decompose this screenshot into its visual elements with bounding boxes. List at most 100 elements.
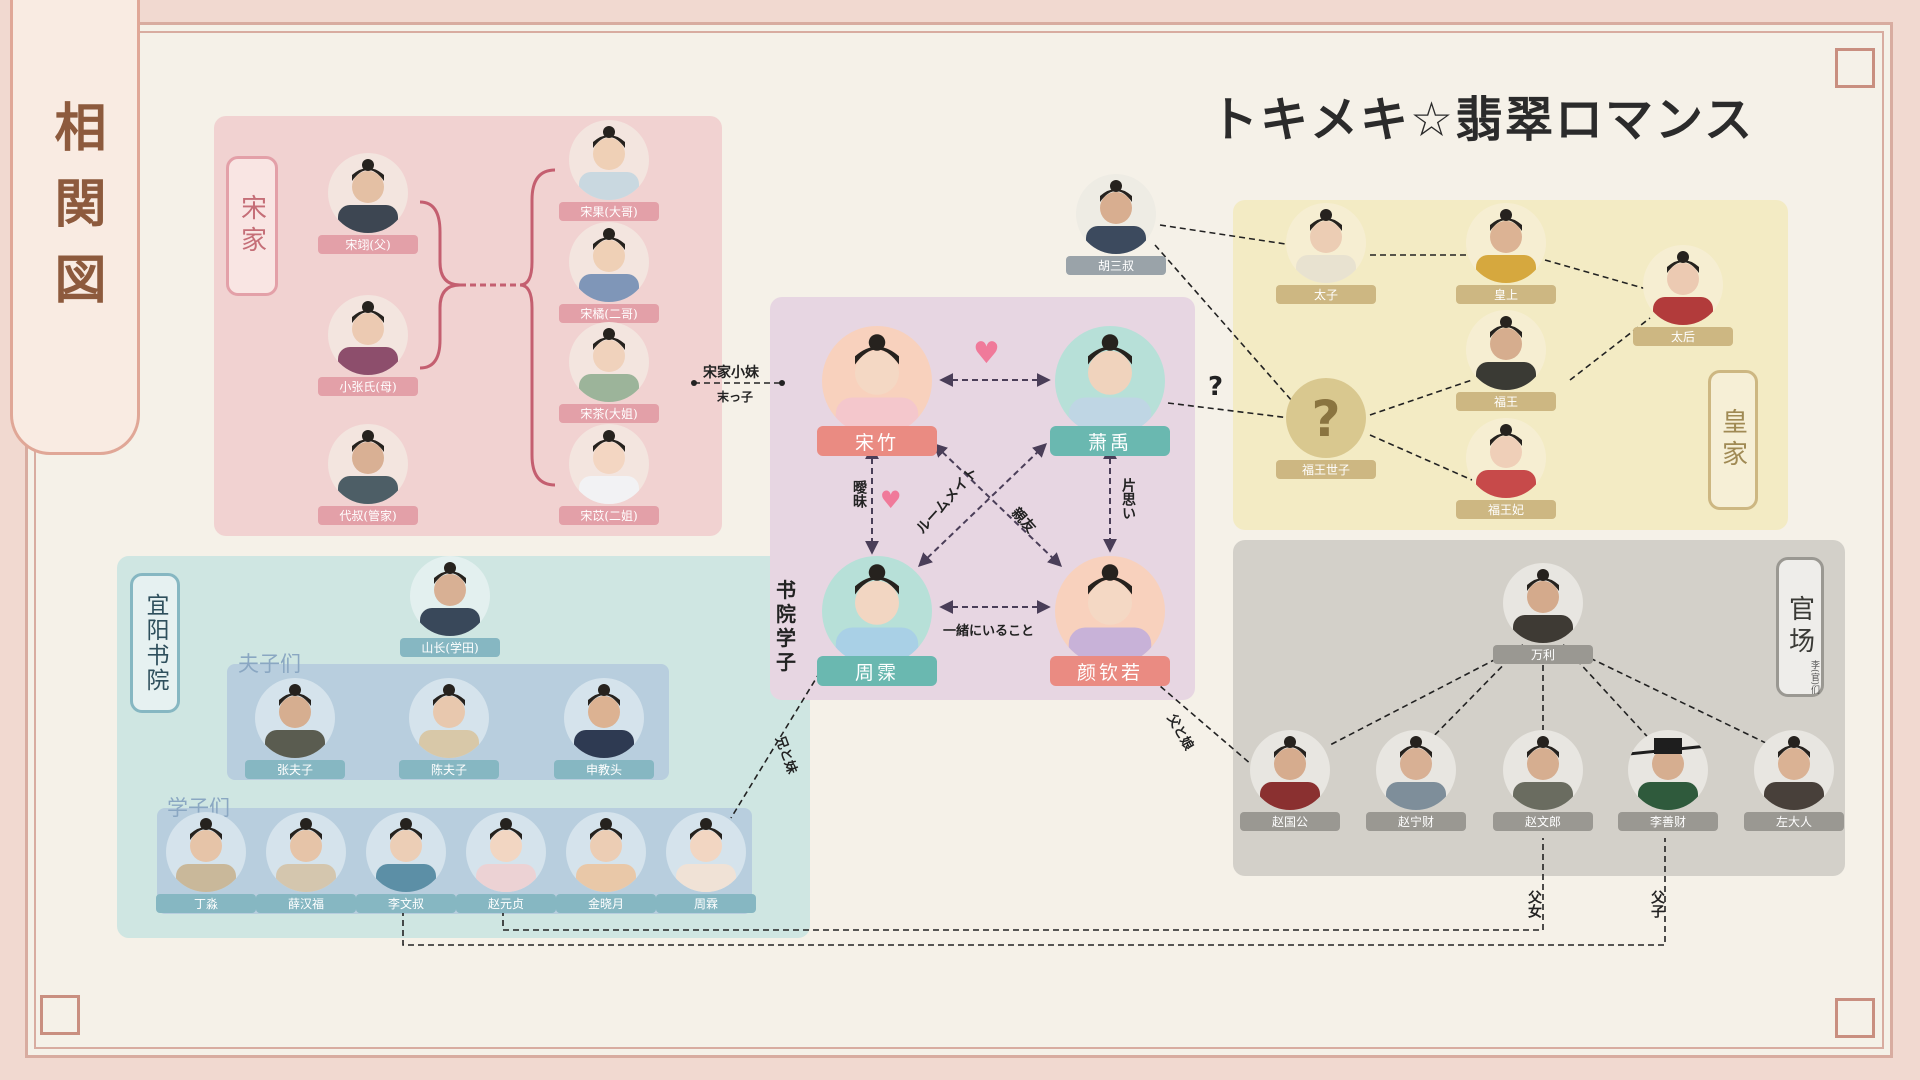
- relation-label-together: 一緒にいること: [943, 624, 1035, 639]
- svg-text:?: ?: [1311, 390, 1340, 448]
- name-label: 萧禹: [1050, 426, 1170, 456]
- avatar: [328, 295, 408, 375]
- person-zhang-fuzi[interactable]: 张夫子: [239, 678, 351, 790]
- avatar: [1643, 245, 1723, 325]
- name-label: 赵文郎: [1493, 812, 1593, 831]
- avatar: [266, 812, 346, 892]
- avatar: [1055, 326, 1165, 436]
- avatar: [566, 812, 646, 892]
- avatar: [409, 678, 489, 758]
- person-chen-fuzi[interactable]: 陈夫子: [393, 678, 505, 790]
- person-fuwang-fei[interactable]: 福王妃: [1450, 418, 1562, 530]
- person-song-father[interactable]: 宋翊(父): [312, 153, 424, 265]
- person-li-wenshu[interactable]: 李文叔: [350, 812, 462, 924]
- name-label: 福王: [1456, 392, 1556, 411]
- person-huangshang[interactable]: 皇上: [1450, 203, 1562, 315]
- person-taizi[interactable]: 太子: [1270, 203, 1382, 315]
- name-label: 宋橘(二哥): [559, 304, 659, 323]
- royal-family-tag: 皇家: [1708, 370, 1758, 510]
- name-label: 颜钦若: [1050, 656, 1170, 686]
- name-label: 福王妃: [1456, 500, 1556, 519]
- name-label: 丁淼: [156, 894, 256, 913]
- heart-icon: ♥: [973, 336, 1000, 371]
- person-ding-miao[interactable]: 丁淼: [150, 812, 262, 924]
- person-song-ling[interactable]: 宋苡(二姐): [553, 424, 665, 536]
- person-yan-qinruo[interactable]: 颜钦若: [1045, 556, 1175, 706]
- person-shanzhang[interactable]: 山长(学田): [394, 556, 506, 668]
- name-label: 宋果(大哥): [559, 202, 659, 221]
- person-xiao-yu[interactable]: 萧禹: [1045, 326, 1175, 476]
- person-zhao-wenlang[interactable]: 赵文郎: [1487, 730, 1599, 842]
- person-song-zhu[interactable]: 宋竹: [812, 326, 942, 476]
- name-label: 胡三叔: [1066, 256, 1166, 275]
- avatar: [1628, 730, 1708, 810]
- person-li-shancai[interactable]: 李善财: [1612, 730, 1724, 842]
- name-label: 李善财: [1618, 812, 1718, 831]
- name-label: 陈夫子: [399, 760, 499, 779]
- person-fuwang[interactable]: 福王: [1450, 310, 1562, 422]
- avatar: [1076, 174, 1156, 254]
- person-song-mother[interactable]: 小张氏(母): [312, 295, 424, 407]
- person-song-guo[interactable]: 宋果(大哥): [553, 120, 665, 232]
- name-label: 小张氏(母): [318, 377, 418, 396]
- avatar: ?: [1286, 378, 1366, 458]
- relation-label-youngest-child: 末っ子: [717, 390, 754, 404]
- corner-ornament: [40, 995, 80, 1035]
- avatar: [1286, 203, 1366, 283]
- name-label: 山长(学田): [400, 638, 500, 657]
- person-song-ju[interactable]: 宋橘(二哥): [553, 222, 665, 334]
- name-label: 宋茶(大姐): [559, 404, 659, 423]
- name-label: 左大人: [1744, 812, 1844, 831]
- name-label: 李文叔: [356, 894, 456, 913]
- person-hu-sanshu[interactable]: 胡三叔: [1060, 174, 1172, 286]
- relation-label-question: ?: [1208, 372, 1224, 402]
- relation-label-father-son: 父子: [1649, 890, 1665, 918]
- avatar: [822, 326, 932, 436]
- name-label: 太子: [1276, 285, 1376, 304]
- relation-label-father-daughter-2: 父女: [1526, 890, 1542, 918]
- avatar: [569, 222, 649, 302]
- banner-title: 相関図: [45, 100, 106, 328]
- name-label: 代叔(管家): [318, 506, 418, 525]
- person-zhao-guogong[interactable]: 赵国公: [1234, 730, 1346, 842]
- name-label: 赵宁财: [1366, 812, 1466, 831]
- name-label: 周霖: [656, 894, 756, 913]
- person-xue-hanfu[interactable]: 薛汉福: [250, 812, 362, 924]
- avatar: [1466, 203, 1546, 283]
- avatar: [569, 424, 649, 504]
- avatar: [1503, 563, 1583, 643]
- name-label: 宋翊(父): [318, 235, 418, 254]
- person-taihou[interactable]: 太后: [1627, 245, 1739, 357]
- person-fuwang-shizi[interactable]: ?福王世子: [1270, 378, 1382, 490]
- person-song-cha[interactable]: 宋茶(大姐): [553, 322, 665, 434]
- avatar: [569, 322, 649, 402]
- person-jin-xiaoyue[interactable]: 金晓月: [550, 812, 662, 924]
- person-dai-shu[interactable]: 代叔(管家): [312, 424, 424, 536]
- person-zuo-daren[interactable]: 左大人: [1738, 730, 1850, 842]
- person-zhou-lin[interactable]: 周霖: [650, 812, 762, 924]
- officials-tag: 官场: [1776, 557, 1824, 697]
- person-zhou-li[interactable]: 周霂: [812, 556, 942, 706]
- avatar: [1754, 730, 1834, 810]
- name-label: 张夫子: [245, 760, 345, 779]
- avatar: [1055, 556, 1165, 666]
- name-label: 周霂: [817, 656, 937, 686]
- masters-label: 夫子们: [238, 652, 301, 676]
- person-wan-li[interactable]: 万利: [1487, 563, 1599, 675]
- person-zhao-ningcai[interactable]: 赵宁财: [1360, 730, 1472, 842]
- avatar: [1250, 730, 1330, 810]
- academy-tag: 宜阳书院: [130, 573, 180, 713]
- relation-label-ambiguous: 曖昧: [851, 480, 867, 508]
- avatar: [328, 153, 408, 233]
- corner-ornament: [1835, 998, 1875, 1038]
- avatar: [328, 424, 408, 504]
- avatar: [1503, 730, 1583, 810]
- person-shen-jiaotou[interactable]: 申教头: [548, 678, 660, 790]
- avatar: [564, 678, 644, 758]
- person-zhao-yuanzhen[interactable]: 赵元贞: [450, 812, 562, 924]
- name-label: 申教头: [554, 760, 654, 779]
- academy-students-center-label: 书院学子: [776, 578, 796, 674]
- avatar: [1466, 418, 1546, 498]
- relation-label-song-youngest: 宋家小妹: [703, 365, 759, 381]
